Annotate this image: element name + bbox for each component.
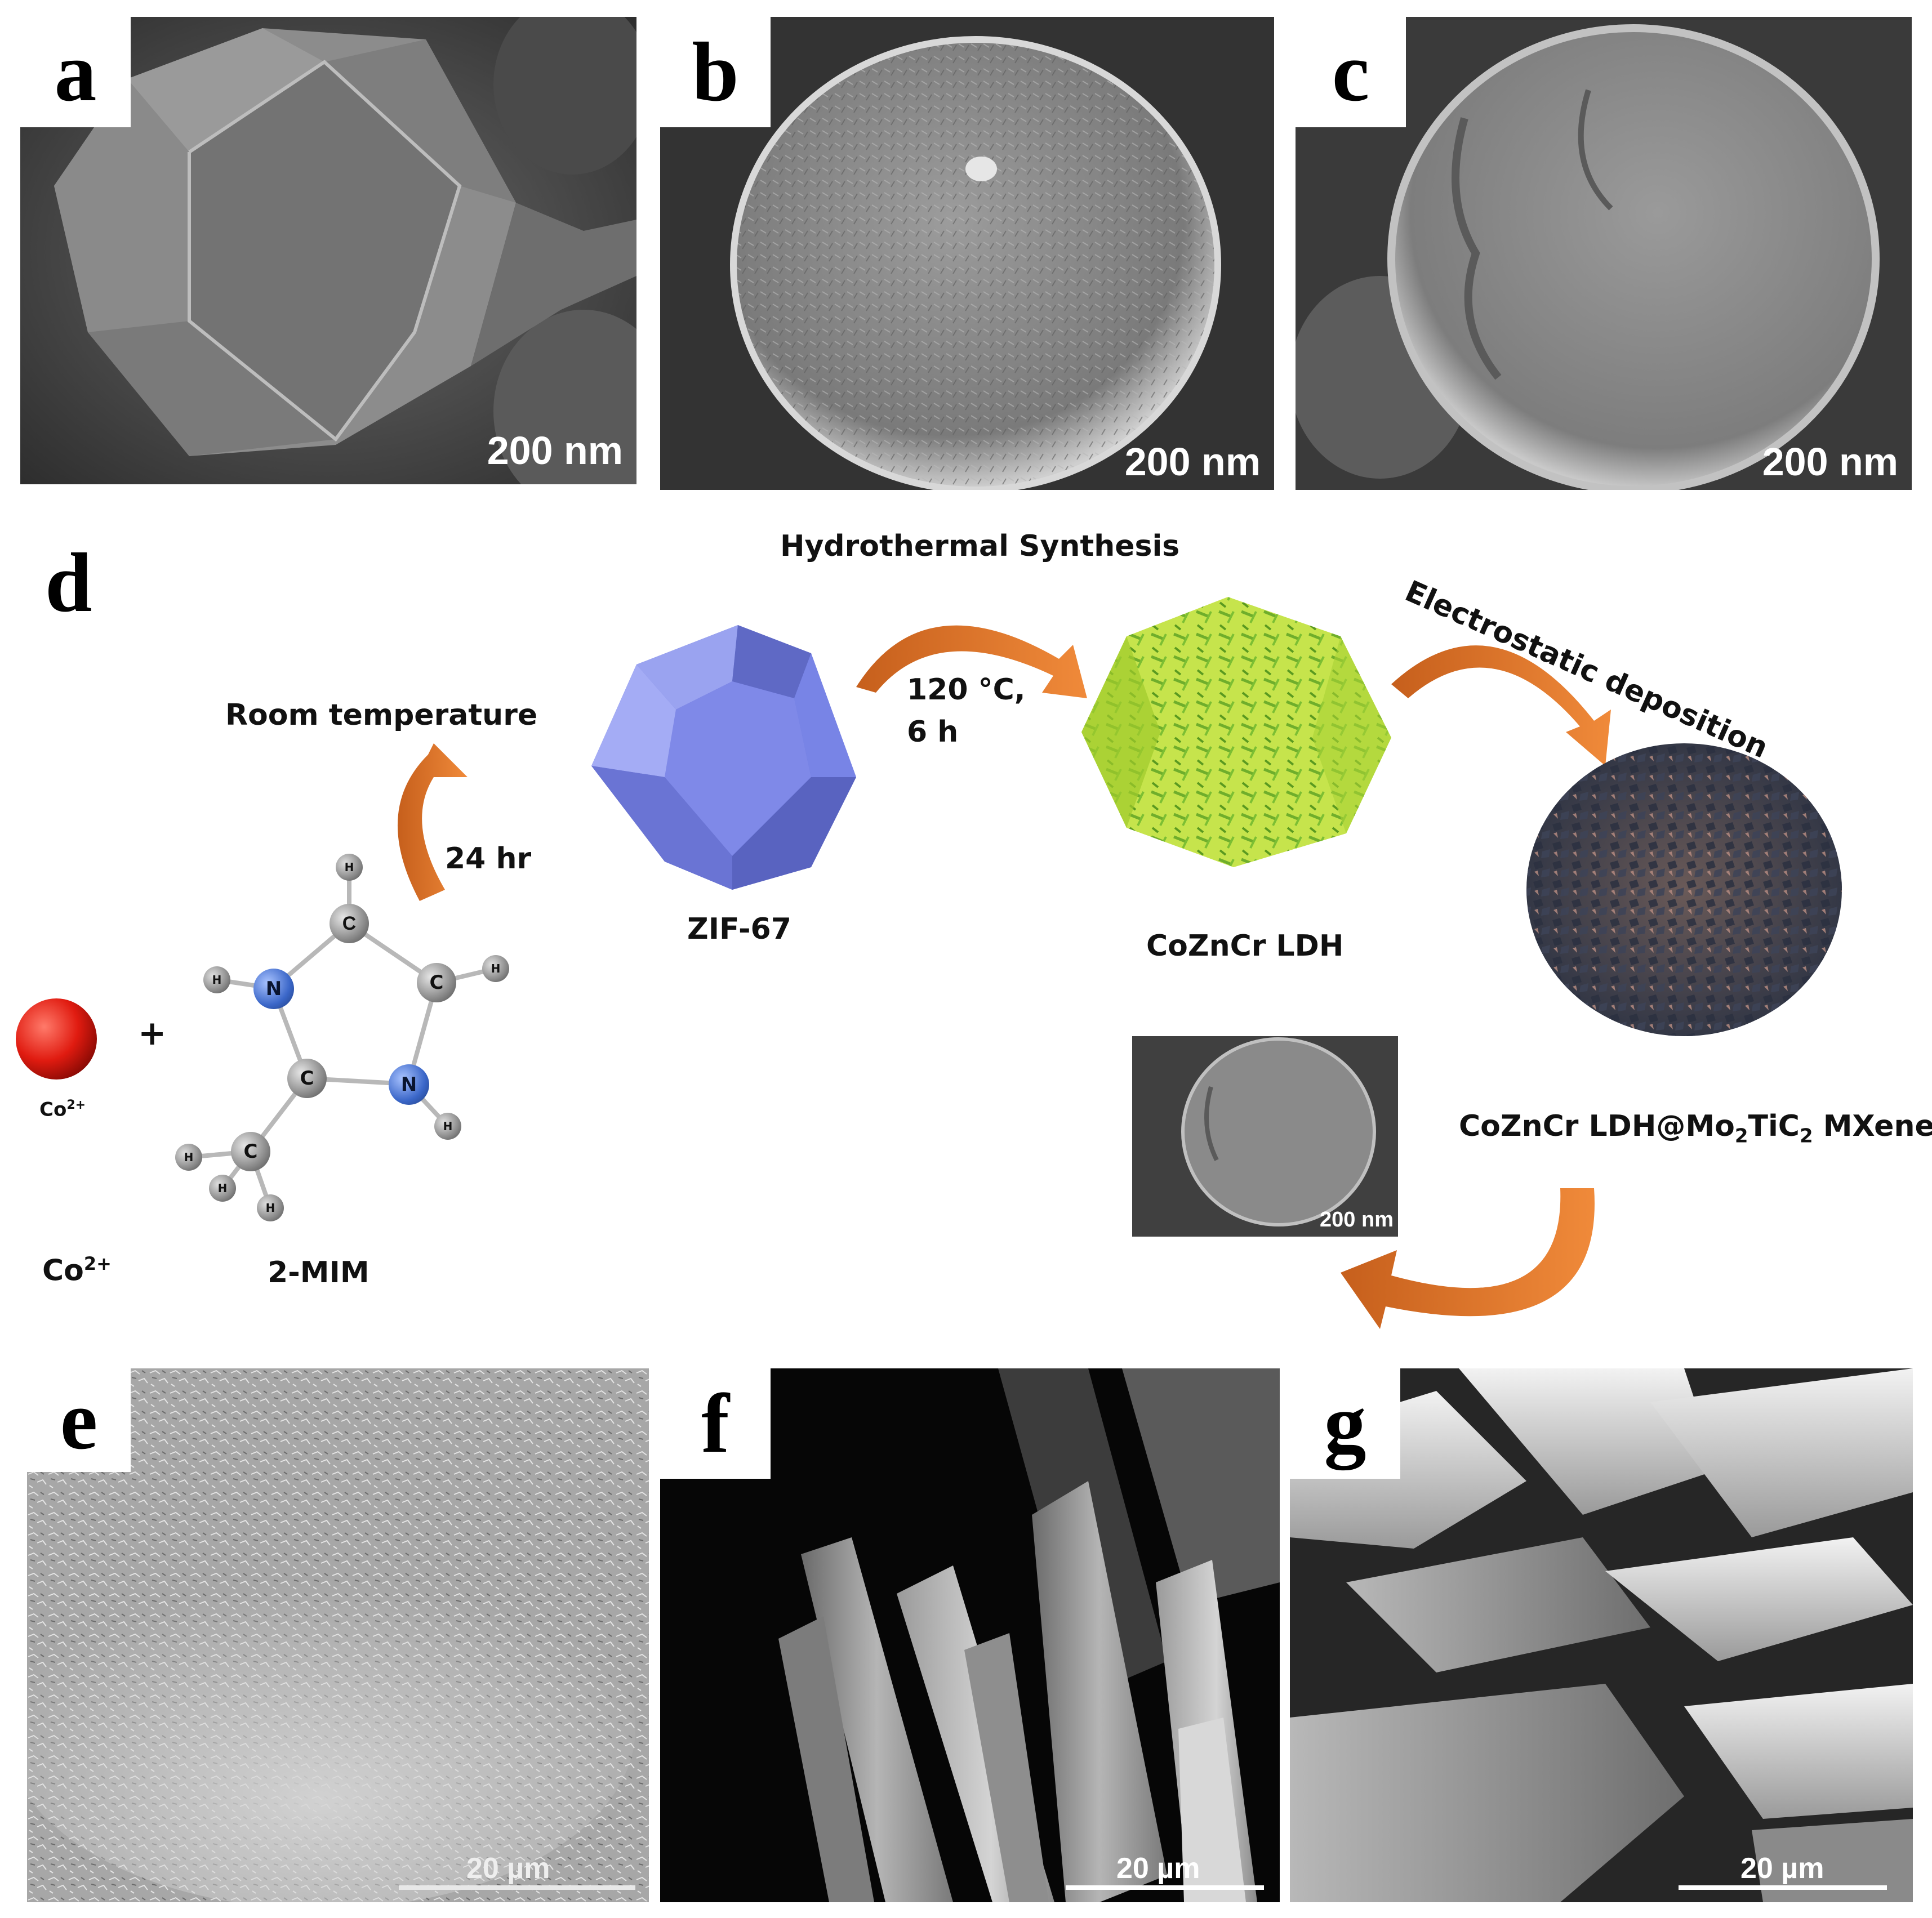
scale-label-b: 200 nm bbox=[1124, 440, 1261, 484]
zif67-label: ZIF-67 bbox=[687, 912, 791, 946]
room-temperature-label: Room temperature bbox=[225, 698, 538, 732]
zif67-dodecahedron bbox=[591, 625, 856, 890]
hydrogen-atom: H bbox=[336, 854, 363, 881]
zif67-crystal-image bbox=[20, 17, 636, 484]
panel-label-e: e bbox=[27, 1368, 131, 1472]
nitrogen-atom: N bbox=[253, 969, 294, 1009]
hydrogen-atom: H bbox=[175, 1144, 202, 1171]
sem-panel-f: f 20 µm bbox=[660, 1368, 1280, 1902]
ldh-dodecahedron bbox=[1081, 597, 1391, 867]
scale-bar-e bbox=[399, 1885, 635, 1890]
arrow-electrostatic bbox=[1391, 645, 1611, 766]
panel-letter-f: f bbox=[701, 1377, 729, 1470]
time-24hr-label: 24 hr bbox=[445, 842, 532, 876]
panel-label-c: c bbox=[1296, 17, 1406, 127]
composite-sub-1: 2 bbox=[1734, 1125, 1748, 1148]
sem-panel-e: e 20 µm bbox=[27, 1368, 649, 1902]
sem-panel-a: a 200 nm bbox=[20, 17, 636, 484]
arrow-return bbox=[1341, 1188, 1595, 1329]
composite-mid: TiC bbox=[1748, 1109, 1800, 1143]
cobalt-ion-charge: 2+ bbox=[83, 1253, 112, 1274]
scale-bar-g bbox=[1679, 1885, 1887, 1890]
cobalt-ball-label: Co2+ bbox=[39, 1098, 86, 1121]
composite-sub-2: 2 bbox=[1799, 1125, 1813, 1148]
temperature-label: 120 °C, bbox=[907, 673, 1026, 707]
mim-label: 2-MIM bbox=[268, 1256, 370, 1290]
cobalt-ball-charge: 2+ bbox=[66, 1098, 86, 1112]
hydrothermal-label: Hydrothermal Synthesis bbox=[780, 529, 1180, 563]
scale-label-e: 20 µm bbox=[466, 1852, 550, 1885]
panel-letter-d: d bbox=[45, 536, 92, 630]
hydrogen-atom: H bbox=[434, 1113, 461, 1140]
hydrogen-atom: H bbox=[257, 1194, 284, 1221]
coznccr-ldh-sphere-image bbox=[660, 17, 1274, 490]
panel-label-b: b bbox=[660, 17, 771, 127]
columnar-crystal-image bbox=[660, 1368, 1280, 1902]
inset-sem-image: 200 nm bbox=[1132, 1036, 1398, 1237]
scheme-panel-d: d bbox=[0, 496, 1932, 1351]
nitrogen-atom: N bbox=[389, 1064, 429, 1105]
scale-label-c: 200 nm bbox=[1762, 440, 1898, 484]
panel-letter-b: b bbox=[692, 25, 739, 119]
composite-sphere-image bbox=[1296, 17, 1912, 490]
cobalt-ion-sphere bbox=[16, 998, 97, 1080]
inset-sphere-graphic bbox=[1132, 1036, 1398, 1237]
cobalt-ion-text: Co bbox=[42, 1254, 84, 1288]
hydrogen-atom: H bbox=[203, 966, 230, 993]
scale-label-f: 20 µm bbox=[1116, 1852, 1200, 1885]
sem-panel-b: b 200 nm bbox=[660, 17, 1274, 490]
inset-scale-label: 200 nm bbox=[1320, 1208, 1394, 1232]
cobalt-ball-text: Co bbox=[39, 1098, 67, 1121]
ldh-label: CoZnCr LDH bbox=[1146, 929, 1344, 963]
carbon-atom: C bbox=[231, 1132, 270, 1171]
panel-label-g: g bbox=[1290, 1368, 1400, 1479]
carbon-atom: C bbox=[417, 963, 456, 1002]
sem-panel-g: g 20 µm bbox=[1290, 1368, 1913, 1902]
synthesis-scheme-graphic bbox=[16, 597, 1842, 1329]
hydrogen-atom: H bbox=[482, 955, 509, 982]
carbon-atom: C bbox=[287, 1059, 327, 1098]
plus-sign: + bbox=[138, 1014, 167, 1053]
panel-letter-g: g bbox=[1324, 1377, 1366, 1470]
arrow-hydrothermal bbox=[856, 625, 1087, 698]
panel-label-a: a bbox=[20, 17, 131, 127]
mxene-composite-particle bbox=[1526, 743, 1842, 1036]
scale-label-g: 20 µm bbox=[1740, 1852, 1824, 1885]
sem-panel-c: c 200 nm bbox=[1296, 17, 1912, 490]
composite-label: CoZnCr LDH@Mo2TiC2 MXene bbox=[1459, 1109, 1932, 1147]
time-6h-label: 6 h bbox=[907, 715, 959, 749]
hydrogen-atom: H bbox=[209, 1175, 236, 1202]
carbon-atom: C bbox=[330, 904, 369, 943]
panel-letter-e: e bbox=[60, 1373, 98, 1467]
panel-letter-a: a bbox=[54, 25, 97, 119]
panel-letter-c: c bbox=[1332, 25, 1370, 119]
composite-suffix: MXene bbox=[1813, 1109, 1932, 1143]
scale-label-a: 200 nm bbox=[487, 429, 623, 472]
composite-prefix: CoZnCr LDH@Mo bbox=[1459, 1109, 1735, 1143]
nanosheet-film-image bbox=[27, 1368, 649, 1902]
cobalt-ion-label: Co2+ bbox=[42, 1253, 112, 1287]
panel-label-f: f bbox=[660, 1368, 771, 1479]
scale-bar-f bbox=[1066, 1885, 1264, 1890]
arrow-room-temperature bbox=[397, 743, 468, 901]
